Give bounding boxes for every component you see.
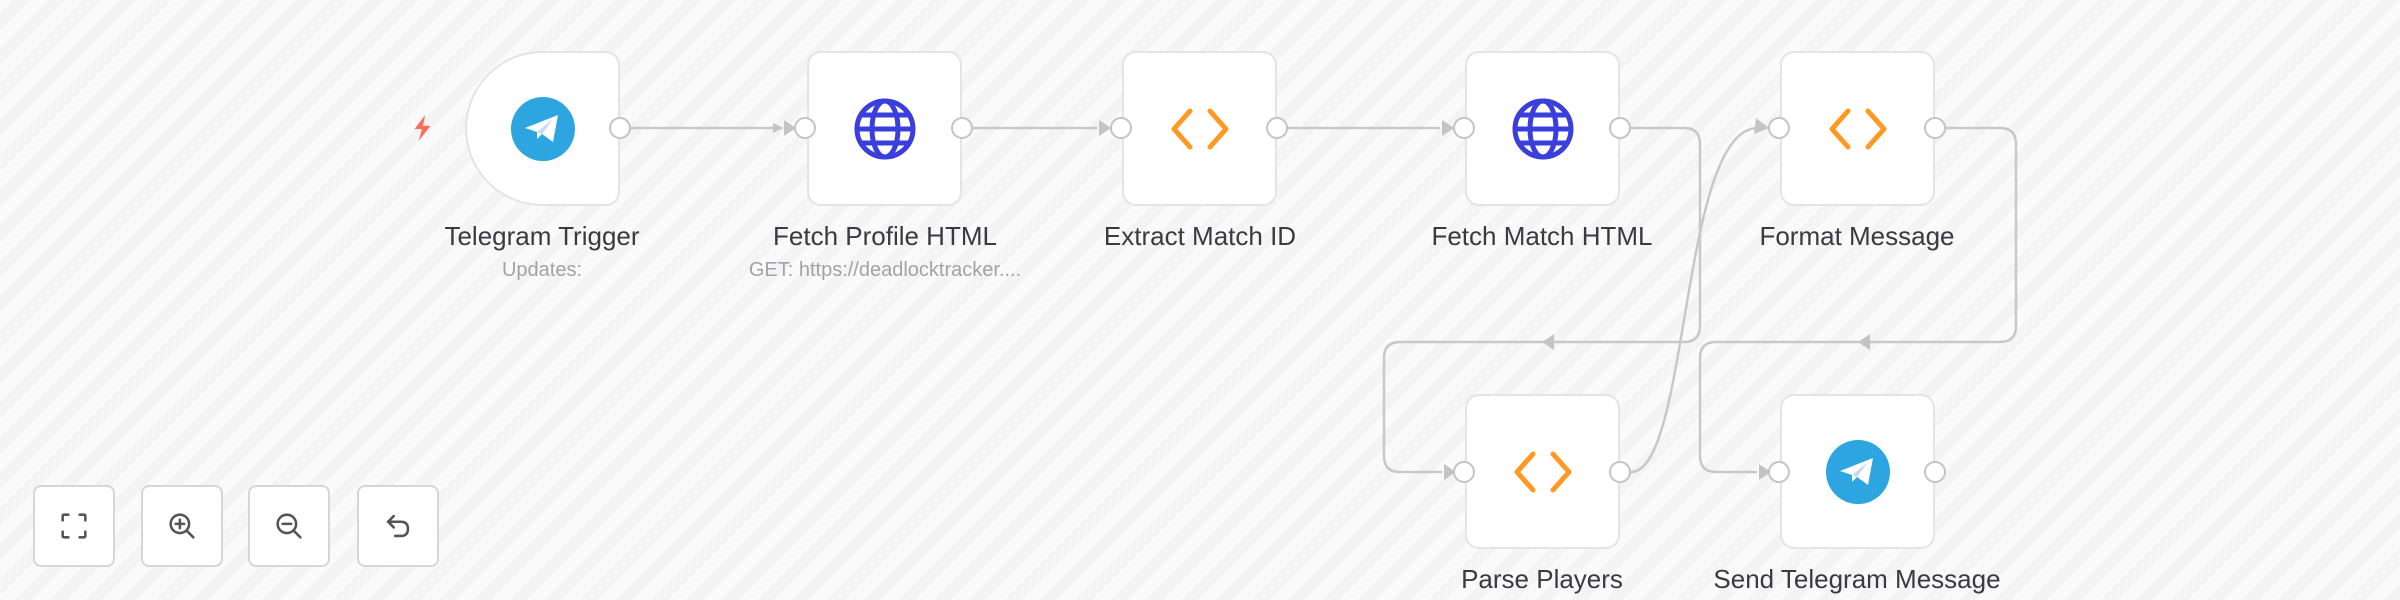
reset-zoom-button[interactable]: [357, 485, 439, 567]
node-telegram-trigger[interactable]: [465, 51, 620, 206]
telegram-icon: [510, 96, 575, 161]
fit-view-button[interactable]: [33, 485, 115, 567]
node-label: Parse Players: [1461, 564, 1623, 594]
fit-view-icon: [61, 513, 87, 539]
node-label: Telegram Trigger: [444, 221, 640, 251]
input-handle[interactable]: [1453, 117, 1475, 139]
node-fetch-profile-html[interactable]: [807, 51, 962, 206]
arrowhead: [1858, 334, 1870, 350]
trigger-bolt-icon: [414, 115, 431, 141]
node-subtitle: Updates:: [501, 259, 583, 281]
node-extract-match-id[interactable]: [1122, 51, 1277, 206]
zoom-in-button[interactable]: [141, 485, 223, 567]
node-label: Fetch Match HTML: [1431, 221, 1653, 251]
node-label: Extract Match ID: [1103, 221, 1297, 251]
node-format-message[interactable]: [1780, 51, 1935, 206]
node-parse-players[interactable]: [1465, 394, 1620, 549]
input-handle[interactable]: [1453, 461, 1475, 483]
node-label: Format Message: [1759, 221, 1955, 251]
zoom-in-icon: [169, 513, 195, 539]
input-handle[interactable]: [1110, 117, 1132, 139]
connection-parse-players-to-format[interactable]: [1630, 126, 1759, 474]
output-handle[interactable]: [1609, 461, 1631, 483]
input-handle[interactable]: [1768, 117, 1790, 139]
arrowhead: [1542, 334, 1554, 350]
output-handle[interactable]: [609, 117, 631, 139]
output-handle[interactable]: [1924, 117, 1946, 139]
telegram-icon: [1825, 439, 1890, 504]
node-label: Send Telegram Message: [1713, 564, 2001, 594]
node-fetch-match-html[interactable]: [1465, 51, 1620, 206]
arrowhead: [1754, 118, 1769, 134]
zoom-out-button[interactable]: [248, 485, 330, 567]
globe-icon: [1512, 98, 1573, 159]
globe-icon: [854, 98, 915, 159]
output-handle[interactable]: [1924, 461, 1946, 483]
code-icon: [1829, 108, 1886, 149]
output-handle[interactable]: [1266, 117, 1288, 139]
input-handle[interactable]: [1768, 461, 1790, 483]
code-icon: [1171, 108, 1228, 149]
zoom-out-icon: [276, 513, 302, 539]
node-subtitle: GET: https://deadlocktracker....: [748, 259, 1022, 281]
output-handle[interactable]: [1609, 117, 1631, 139]
node-send-telegram-message[interactable]: [1780, 394, 1935, 549]
output-handle[interactable]: [951, 117, 973, 139]
undo-icon: [386, 514, 410, 538]
code-icon: [1514, 451, 1571, 492]
node-label: Fetch Profile HTML: [773, 221, 997, 251]
input-handle[interactable]: [794, 117, 816, 139]
